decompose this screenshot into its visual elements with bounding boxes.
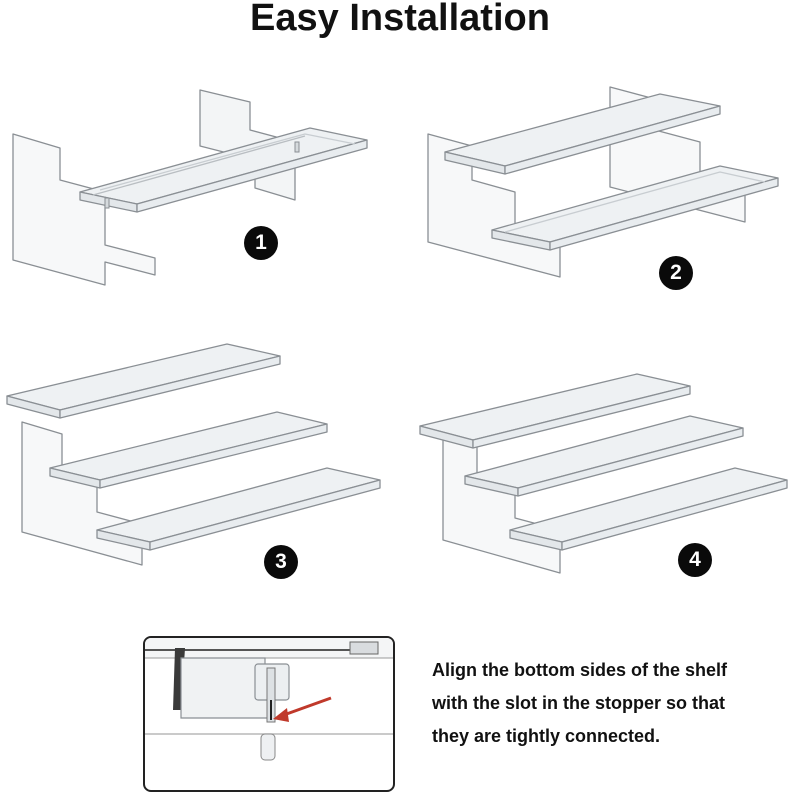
step-2-illustration — [427, 86, 779, 278]
instruction-line: they are tightly connected. — [432, 726, 661, 746]
shelf — [6, 343, 281, 411]
instruction-line: with the slot in the stopper so that — [432, 693, 726, 713]
step-badge-3: 3 — [264, 545, 298, 579]
detail-closeup-frame — [143, 636, 395, 792]
shelf — [49, 411, 328, 481]
step-1-illustration — [12, 89, 368, 286]
step-4-illustration — [419, 373, 788, 574]
step-3-illustration — [6, 343, 381, 566]
step-badge-1: 1 — [244, 226, 278, 260]
instruction-text: Align the bottom sides of the shelf with… — [432, 654, 792, 753]
pointer-arrow — [280, 696, 332, 718]
page-title: Easy Installation — [250, 0, 550, 39]
shelf — [96, 467, 381, 543]
shelf-edge — [136, 139, 368, 213]
stopper-detail-illustration — [145, 638, 393, 761]
step-badge-4: 4 — [678, 543, 712, 577]
instruction-line: Align the bottom sides of the shelf — [432, 660, 728, 680]
side-panel — [12, 133, 156, 286]
step-badge-2: 2 — [659, 256, 693, 290]
